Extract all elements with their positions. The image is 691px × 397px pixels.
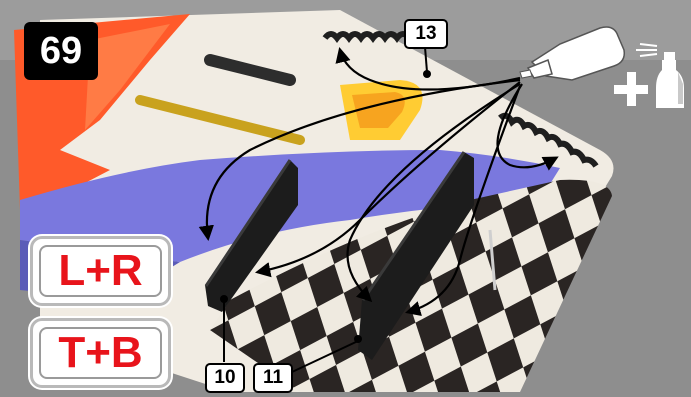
callout-11-label: 11: [253, 363, 293, 393]
left-right-label: L+R: [39, 245, 162, 297]
plus-icon: [614, 72, 648, 106]
top-bottom-label-box: T+B: [30, 318, 171, 388]
top-bottom-label: T+B: [39, 327, 162, 379]
callout-13-label: 13: [404, 19, 448, 49]
step-number-badge: 69: [24, 22, 98, 80]
callout-10-label: 10: [205, 363, 245, 393]
left-right-label-box: L+R: [30, 236, 171, 306]
